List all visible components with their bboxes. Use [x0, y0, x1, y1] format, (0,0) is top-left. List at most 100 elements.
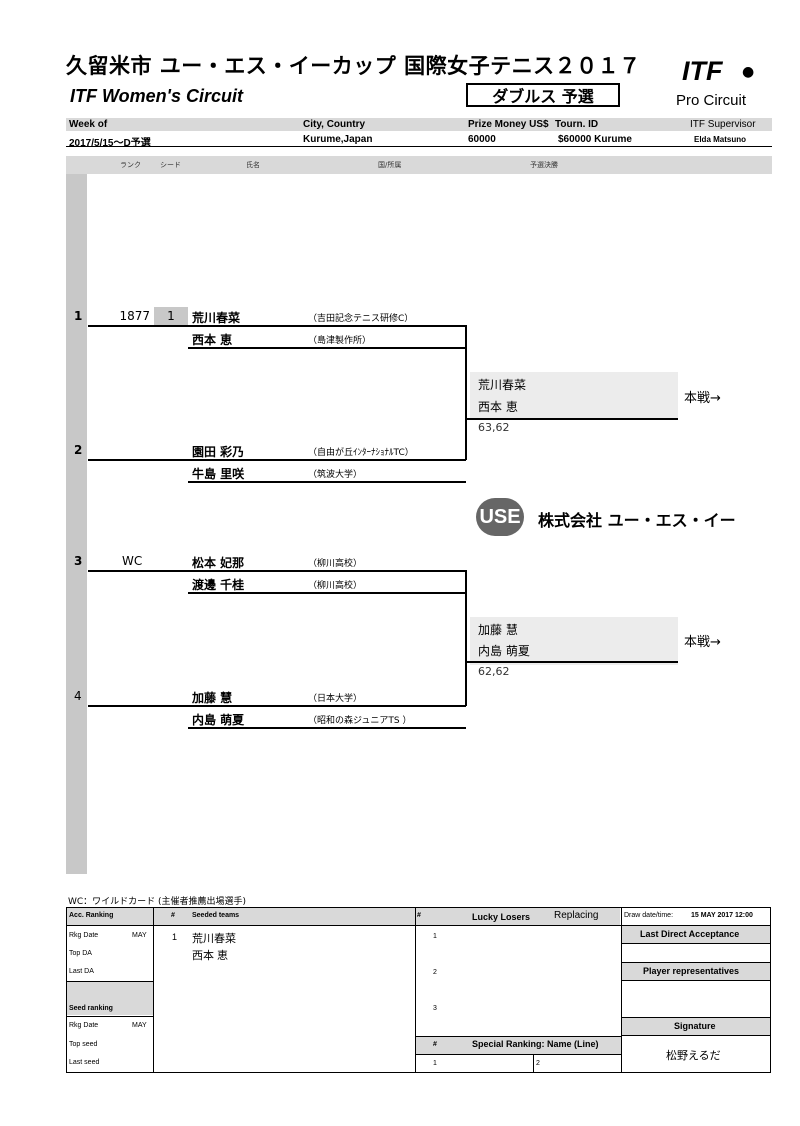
prize-value: 60000	[468, 134, 496, 145]
prize-label: Prize Money US$	[468, 119, 549, 130]
seeded-team-player: 西本 恵	[192, 950, 229, 962]
player-club: （日本大学）	[308, 694, 363, 704]
tournament-title: 久留米市 ユー・エス・イーカップ 国際女子テニス２０１７	[66, 54, 641, 78]
player-club: （自由が丘ｲﾝﾀｰﾅｼｮﾅﾙTC）	[308, 448, 414, 458]
seed-rkg-date-label: Rkg Date	[69, 1022, 99, 1029]
match-score: 62,62	[478, 665, 510, 678]
footer-divider	[621, 943, 771, 944]
player-club: （昭和の森ジュニアTS ）	[308, 716, 412, 726]
last-da-label: Last DA	[69, 968, 94, 975]
draw-line-number: 3	[74, 554, 83, 568]
footer-divider	[533, 1054, 534, 1073]
footer-divider	[621, 962, 771, 963]
lucky-loser-slot: 1	[433, 933, 437, 940]
player-club: （筑波大学）	[308, 470, 363, 480]
player-name: 松本 妃那	[192, 556, 245, 570]
tourn-id-value: $60000 Kurume	[558, 134, 632, 145]
seeded-team-player: 荒川春菜	[192, 933, 236, 945]
footer-divider	[621, 980, 771, 981]
draw-line	[188, 347, 466, 349]
special-ranking-slot: 1	[433, 1060, 437, 1067]
player-name: 荒川春菜	[192, 311, 241, 325]
draw-line	[88, 459, 466, 461]
footer-divider	[621, 907, 622, 1073]
player-reps-header	[622, 963, 770, 980]
stage-label: ダブルス 予選	[466, 83, 620, 107]
col-country: 国/所属	[378, 161, 402, 169]
week-value: 2017/5/15～D予選	[69, 138, 151, 149]
seeded-teams-label: Seeded teams	[192, 912, 240, 919]
top-da-label: Top DA	[69, 950, 92, 957]
player-rank: WC	[122, 554, 143, 568]
footer-divider	[153, 907, 154, 1073]
footer-divider	[621, 1035, 771, 1036]
city-label: City, Country	[303, 119, 366, 130]
main-draw-arrow: 本戦→	[684, 391, 721, 406]
city-value: Kurume,Japan	[303, 134, 373, 145]
supervisor-value: Elda Matsuno	[694, 135, 747, 144]
signature-label: Signature	[674, 1021, 716, 1031]
seeded-team-number: 1	[172, 932, 178, 942]
info-header-bar	[66, 118, 772, 131]
special-ranking-hash: #	[433, 1041, 437, 1048]
footer-divider	[621, 925, 771, 926]
special-ranking-label: Special Ranking: Name (Line)	[472, 1039, 599, 1049]
seed-ranking-label: Seed ranking	[69, 1005, 113, 1012]
itf-logo-text: ITF	[682, 56, 723, 86]
draw-line	[88, 570, 466, 572]
wildcard-note: WC：ワイルドカード (主催者推薦出場選手)	[68, 897, 247, 907]
player-name: 園田 彩乃	[192, 445, 245, 459]
footer-divider	[415, 1036, 621, 1037]
draw-line-number: 2	[74, 443, 83, 457]
draw-side-bar	[66, 174, 87, 874]
draw-line-number: 4	[74, 689, 82, 703]
draw-line	[188, 592, 466, 594]
bracket-connector	[465, 325, 467, 460]
winner-name: 西本 恵	[478, 400, 518, 414]
winner-box	[470, 372, 678, 420]
player-club: （島津製作所）	[308, 336, 372, 346]
top-seed-label: Top seed	[69, 1041, 98, 1048]
special-ranking-slot: 2	[536, 1060, 540, 1067]
col-rank: ランク	[120, 161, 141, 169]
special-ranking-header	[416, 1037, 621, 1054]
footer-divider	[66, 981, 154, 982]
lucky-loser-slot: 2	[433, 969, 437, 976]
week-label: Week of	[69, 119, 108, 130]
draw-line	[88, 705, 466, 707]
winner-box	[470, 617, 678, 665]
col-name: 氏名	[246, 161, 260, 169]
footer-divider	[66, 925, 622, 926]
lucky-losers-label: Lucky Losers	[472, 912, 531, 922]
draw-line	[188, 481, 466, 483]
last-direct-header	[622, 926, 770, 943]
footer-header-row	[67, 908, 620, 925]
tennis-ball-icon: ●	[742, 64, 755, 80]
rkg-date-month: MAY	[132, 932, 147, 939]
info-divider	[66, 146, 772, 147]
draw-line	[466, 661, 678, 663]
main-draw-arrow: 本戦→	[684, 635, 721, 650]
draw-line	[466, 418, 678, 420]
player-name: 渡邊 千桂	[192, 578, 245, 592]
draw-line	[88, 325, 466, 327]
last-seed-label: Last seed	[69, 1059, 100, 1066]
lucky-hash: #	[417, 912, 421, 919]
col-seed: シード	[160, 161, 181, 169]
supervisor-label: ITF Supervisor	[690, 119, 756, 130]
player-name: 内島 萌夏	[192, 713, 245, 727]
footer-divider	[66, 1016, 154, 1017]
use-logo-icon: USE	[476, 498, 524, 536]
circuit-subtitle: ITF Women's Circuit	[70, 86, 243, 106]
match-score: 63,62	[478, 421, 510, 434]
winner-name: 内島 萌夏	[478, 644, 530, 658]
sponsor-logo: USE 株式会社 ユー・エス・イー	[476, 498, 736, 538]
player-club: （柳川高校）	[308, 559, 363, 569]
acc-ranking-label: Acc. Ranking	[69, 912, 114, 919]
footer-table	[66, 907, 771, 1073]
draw-datetime-label: Draw date/time:	[624, 912, 674, 919]
signature-name: 松野えるだ	[666, 1050, 721, 1062]
footer-divider	[621, 1017, 771, 1018]
col-qualifying-final: 予選決勝	[530, 161, 558, 169]
lucky-loser-slot: 3	[433, 1005, 437, 1012]
